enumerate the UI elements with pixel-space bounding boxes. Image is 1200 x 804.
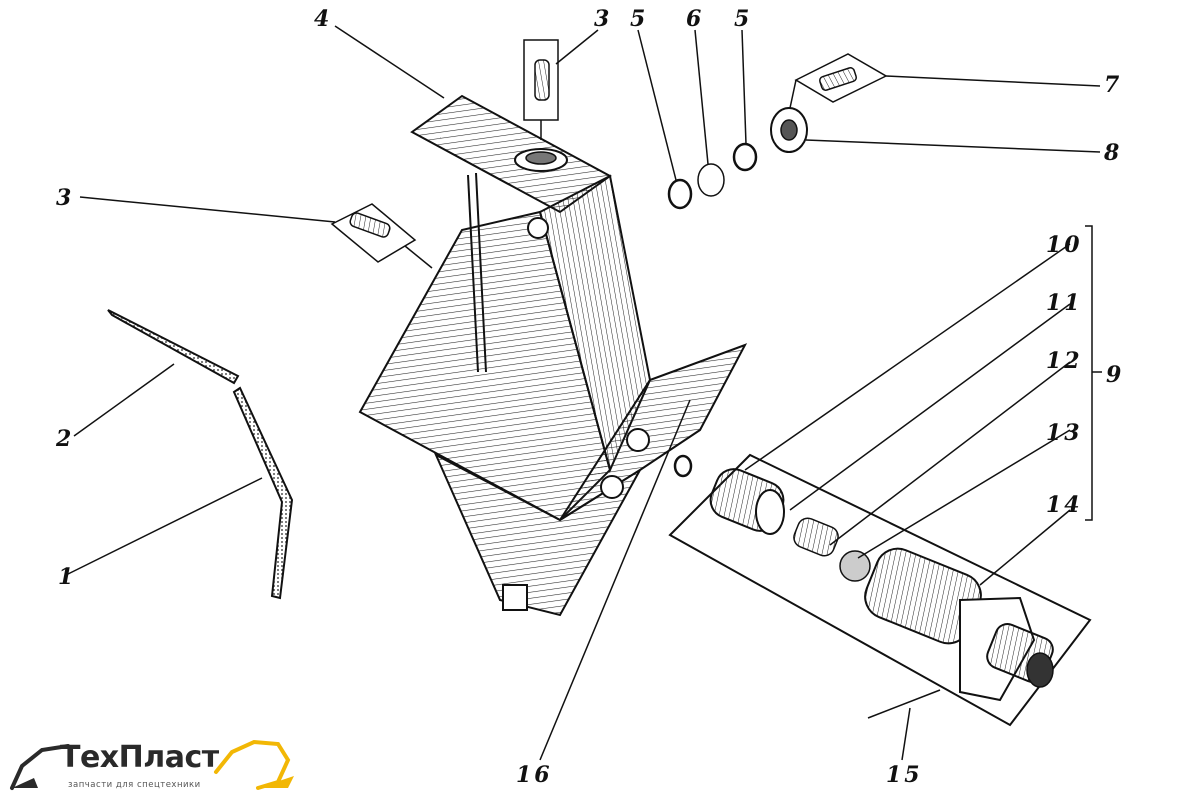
callout-15: 15 xyxy=(886,762,923,788)
plug-3-side xyxy=(330,203,417,263)
excavator-icon xyxy=(10,739,294,790)
logo-tagline: запчасти для спецтехники xyxy=(68,780,201,790)
callout-4: 4 xyxy=(314,6,333,32)
callout-10: 10 xyxy=(1046,232,1083,258)
ball-12 xyxy=(839,550,871,582)
callout-9: 9 xyxy=(1106,362,1125,388)
screw-7 xyxy=(794,53,888,103)
callout-8: 8 xyxy=(1104,140,1123,166)
callout-14: 14 xyxy=(1046,492,1083,518)
callout-5-left: 5 xyxy=(630,6,649,32)
callout-7: 7 xyxy=(1104,72,1123,98)
gasket-strip-1 xyxy=(232,386,294,600)
threaded-sleeve-10 xyxy=(709,468,785,535)
ring-5-right xyxy=(732,142,758,172)
callout-6: 6 xyxy=(686,6,705,32)
disk-6 xyxy=(697,163,725,197)
callout-16: 16 xyxy=(516,762,553,788)
callout-13: 13 xyxy=(1046,420,1083,446)
gasket-strip-2 xyxy=(107,309,240,385)
callout-1: 1 xyxy=(58,564,77,590)
callout-12: 12 xyxy=(1046,348,1083,374)
logo-name: ТехПласт xyxy=(60,740,219,775)
tank-body xyxy=(358,94,748,617)
brand-logo: ТехПласт запчасти для спецтехники xyxy=(8,732,308,800)
callout-11: 11 xyxy=(1046,290,1083,316)
o-ring-16 xyxy=(673,454,693,478)
callout-5-right: 5 xyxy=(734,6,753,32)
callout-3-side: 3 xyxy=(56,185,75,211)
leader-lines xyxy=(65,25,1102,761)
plug-3-top xyxy=(523,39,559,140)
spring-11 xyxy=(793,517,839,557)
flange-8 xyxy=(770,107,808,153)
valve-body-14 xyxy=(864,547,1054,702)
callout-2: 2 xyxy=(56,426,75,452)
callout-3-top: 3 xyxy=(594,6,613,32)
ring-5-left xyxy=(667,178,693,210)
